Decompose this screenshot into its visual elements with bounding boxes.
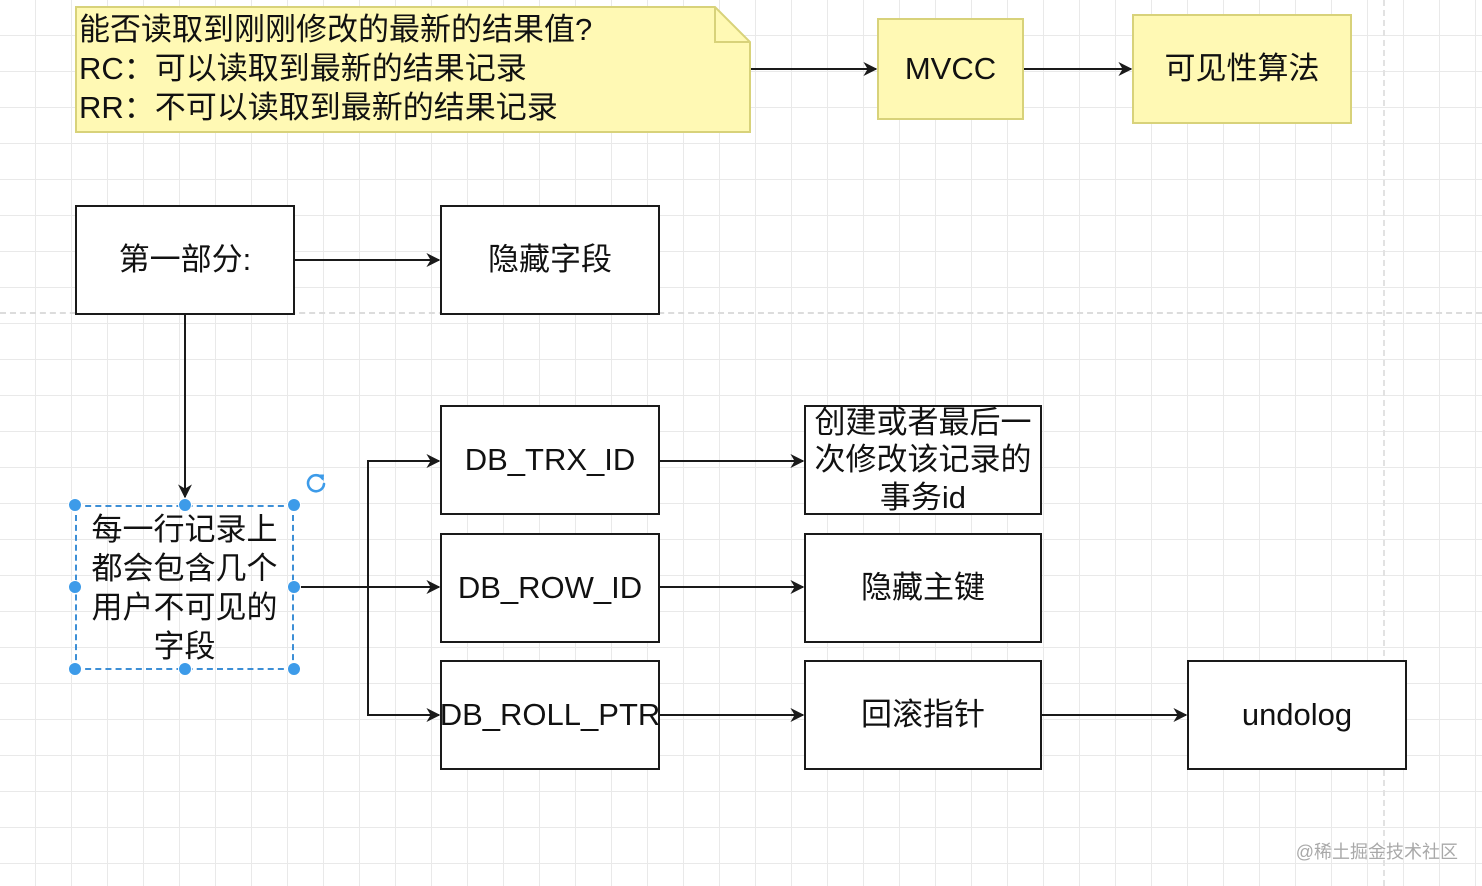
resize-handle-bottom-left[interactable]	[68, 662, 82, 676]
visibility-algorithm-node[interactable]: 可见性算法	[1132, 14, 1352, 124]
note-text: 能否读取到刚刚修改的最新的结果值? RC：可以读取到最新的结果记录 RR：不可以…	[79, 10, 592, 127]
transaction-id-desc-label: 创建或者最后一次修改该记录的事务id	[814, 404, 1032, 515]
hidden-primary-key-node[interactable]: 隐藏主键	[804, 533, 1042, 643]
row-fields-label: 每一行记录上都会包含几个用户不可见的字段	[91, 511, 278, 664]
arrow-row-fields-to-roll-ptr[interactable]	[367, 587, 441, 722]
db-trx-id-label: DB_TRX_ID	[464, 442, 636, 478]
db-trx-id-node[interactable]: DB_TRX_ID	[440, 405, 660, 515]
resize-handle-right[interactable]	[287, 580, 301, 594]
mvcc-node[interactable]: MVCC	[877, 18, 1024, 120]
row-fields-node[interactable]: 每一行记录上都会包含几个用户不可见的字段	[75, 505, 294, 670]
db-row-id-node[interactable]: DB_ROW_ID	[440, 533, 660, 643]
transaction-id-desc-node[interactable]: 创建或者最后一次修改该记录的事务id	[804, 405, 1042, 515]
resize-handle-bottom[interactable]	[178, 662, 192, 676]
hidden-primary-key-label: 隐藏主键	[861, 570, 985, 606]
mvcc-label: MVCC	[904, 51, 997, 87]
page-break-guide-vertical	[1383, 0, 1385, 886]
note-line-rr: RR：不可以读取到最新的结果记录	[79, 90, 558, 125]
resize-handle-bottom-right[interactable]	[287, 662, 301, 676]
question-note[interactable]: 能否读取到刚刚修改的最新的结果值? RC：可以读取到最新的结果记录 RR：不可以…	[75, 6, 751, 133]
rollback-pointer-node[interactable]: 回滚指针	[804, 660, 1042, 770]
hidden-fields-node[interactable]: 隐藏字段	[440, 205, 660, 315]
part-one-node[interactable]: 第一部分:	[75, 205, 295, 315]
rotate-icon[interactable]	[303, 470, 329, 496]
db-roll-ptr-node[interactable]: DB_ROLL_PTR	[440, 660, 660, 770]
watermark: @稀土掘金技术社区	[1295, 842, 1458, 862]
db-roll-ptr-label: DB_ROLL_PTR	[439, 697, 661, 733]
undolog-node[interactable]: undolog	[1187, 660, 1407, 770]
part-one-label: 第一部分:	[118, 242, 252, 278]
page-break-guide	[0, 312, 1482, 314]
resize-handle-top-right[interactable]	[287, 498, 301, 512]
visibility-algorithm-label: 可见性算法	[1164, 51, 1320, 87]
note-line-rc: RC：可以读取到最新的结果记录	[79, 51, 527, 86]
rollback-pointer-label: 回滚指针	[861, 697, 985, 733]
db-row-id-label: DB_ROW_ID	[457, 570, 643, 606]
resize-handle-top-left[interactable]	[68, 498, 82, 512]
note-shape	[75, 6, 751, 133]
resize-handle-top[interactable]	[178, 498, 192, 512]
note-line-question: 能否读取到刚刚修改的最新的结果值?	[79, 12, 593, 47]
hidden-fields-label: 隐藏字段	[488, 242, 612, 278]
resize-handle-left[interactable]	[68, 580, 82, 594]
undolog-label: undolog	[1241, 697, 1353, 733]
